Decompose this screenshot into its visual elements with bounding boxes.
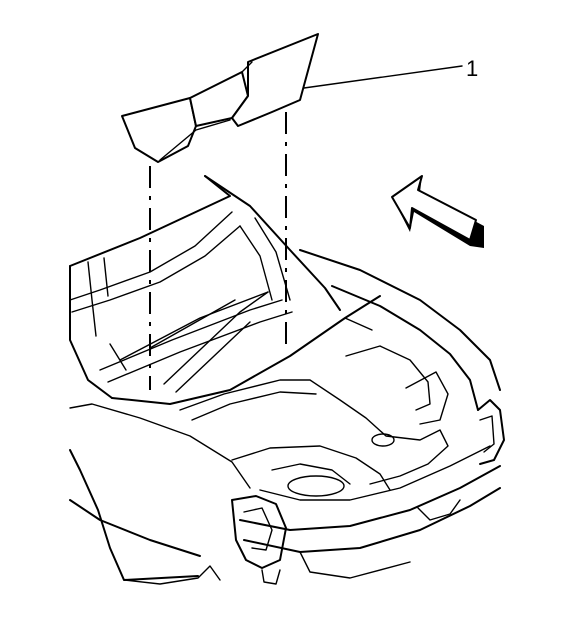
callout-1: 1 xyxy=(303,56,478,89)
callout-label: 1 xyxy=(466,56,478,81)
vehicle-rear-body xyxy=(69,175,505,585)
installation-guide-lines xyxy=(149,112,287,390)
callout-leader-line xyxy=(303,65,463,89)
trunk-panel-part xyxy=(121,33,319,163)
direction-arrow-icon xyxy=(391,175,484,248)
